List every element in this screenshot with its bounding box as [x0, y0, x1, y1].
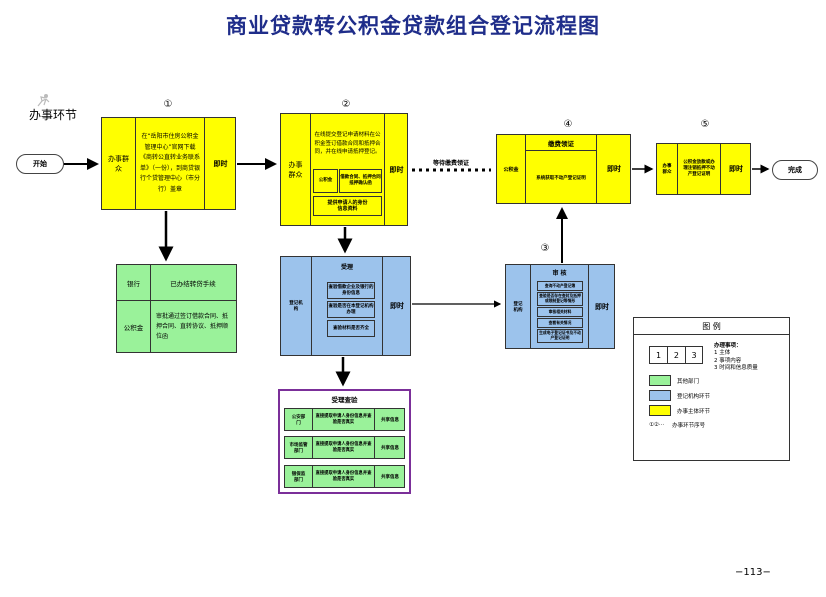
legend-sample: 1 2 3	[649, 346, 703, 364]
step-number-2: ②	[341, 99, 351, 110]
verify-row-3-right: 共享信息	[381, 474, 399, 480]
verify-row-1-org: 公安部门	[285, 409, 313, 430]
step-1-time: 即时	[213, 159, 228, 168]
verify-row-2-right: 共享信息	[381, 445, 399, 451]
step-5-content: 公积金放款或办理注销抵押不动产登记证明	[683, 160, 715, 177]
verify-row-1-middle: 直接提取申请人身份信息并查验是否真实	[313, 409, 375, 430]
step-3-time: 即时	[595, 302, 609, 311]
step-5-box: 办事群众 公积金放款或办理注销抵押不动产登记证明 即时	[656, 143, 751, 195]
legend-sample-2: 2	[668, 347, 686, 363]
accept-left: 登记机构	[289, 301, 303, 312]
legend-item-blue: 登记机构环节	[649, 390, 710, 401]
legend-title: 图 例	[634, 318, 789, 335]
legend-notes-title: 办理事项：	[714, 343, 742, 349]
accept-header: 受理	[340, 263, 353, 271]
step-1-subject: 办事群众	[108, 154, 129, 173]
verify-row-2-middle: 直接提取申请人身份信息并查验是否真实	[313, 437, 375, 458]
legend-sample-1: 1	[650, 347, 668, 363]
legend-seq: ①②··· 办事环节序号	[649, 421, 705, 429]
legend-item-green: 其他部门	[649, 375, 699, 386]
legend-item-yellow: 办事主体环节	[649, 405, 710, 416]
legend-label-green: 其他部门	[677, 378, 700, 385]
step-5-time: 即时	[729, 165, 743, 173]
verify-header: 受理查验	[331, 396, 358, 404]
accept-time: 即时	[390, 302, 404, 310]
step-2-content: 在线提交登记申请材料在公积金签订借款合同和抵押合同，并在线申请抵押登记。	[314, 131, 381, 156]
step-4-box: 公积金 缴费领证 系统获取不动产登记证明 即时	[496, 134, 631, 204]
step-3-item-4: 查看有关情况	[537, 318, 583, 328]
end-node: 完成	[772, 160, 818, 180]
legend-note-2: 2 事项内容	[714, 357, 742, 364]
verify-row-3-middle: 直接提取申请人身份信息并查验是否真实	[313, 466, 375, 487]
page-number: −113−	[735, 567, 771, 578]
step-1-content: 在“岳阳市住房公积金管理中心”官网下载《商转公直转业务联系单》（一份），到商贷银…	[140, 133, 201, 193]
step-2-box: 办事群众 在线提交登记申请材料在公积金签订借款合同和抵押合同，并在线申请抵押登记…	[280, 113, 408, 226]
side-table: 银行 已办结转贷手续 公积金 审批通过签订借款合同、抵押合同、直转协议、抵押顺位…	[116, 264, 237, 353]
step-number-3: ③	[540, 243, 550, 254]
legend-swatch-green	[649, 375, 671, 386]
legend-seq-symbol: ①②···	[649, 422, 665, 428]
accept-item-3: 查验材料是否齐全	[327, 320, 375, 337]
verify-row-1-right: 共享信息	[381, 417, 399, 423]
accept-box: 登记机构 受理 查验借款企业及银行的身份信息 查验是否在本登记机构办理 查验材料…	[280, 256, 411, 356]
side-table-text-1: 已办结转贷手续	[150, 265, 236, 301]
verify-box: 受理查验 公安部门 直接提取申请人身份信息并查验是否真实 共享信息 市场监管部门…	[278, 389, 411, 494]
step-2-inner-right: 借款合同、抵押合同抵押确认函	[339, 169, 382, 193]
step-3-box: 登记机构 审 核 查询不动产登记簿 查验是否存在查封及抵押或限制登记等情形 审核…	[505, 264, 615, 349]
step-2-subject: 办事群众	[288, 160, 303, 179]
step-number-5: ⑤	[700, 119, 710, 130]
step-3-item-3: 审核相关材料	[537, 307, 583, 317]
step-number-1: ①	[163, 99, 173, 110]
step-2-time: 即时	[389, 165, 404, 174]
runner-icon	[32, 92, 54, 107]
legend-swatch-yellow	[649, 405, 671, 416]
step-4-left: 公积金	[503, 166, 519, 173]
verify-row-3: 银保监部门 直接提取申请人身份信息并查验是否真实 共享信息	[284, 465, 405, 488]
step-3-left: 登记机构	[513, 301, 523, 313]
legend: 图 例 1 2 3 办理事项： 1 主体 2 事项内容 3 时间和信息质量 其他…	[633, 317, 790, 461]
side-table-org-2: 公积金	[123, 324, 144, 332]
accept-item-2: 查验是否在本登记机构办理	[327, 301, 375, 318]
step-5-subject: 办事群众	[662, 164, 672, 175]
verify-row-2-org: 市场监管部门	[285, 437, 313, 458]
legend-swatch-blue	[649, 390, 671, 401]
legend-notes: 办理事项： 1 主体 2 事项内容 3 时间和信息质量	[714, 343, 758, 373]
step-2-inner-left: 公积金	[313, 169, 338, 193]
legend-seq-label: 办事环节序号	[672, 423, 706, 429]
step-3-item-1: 查询不动产登记簿	[537, 281, 583, 291]
verify-row-2: 市场监管部门 直接提取申请人身份信息并查验是否真实 共享信息	[284, 436, 405, 459]
legend-note-1: 1 主体	[714, 350, 731, 357]
wait-label: 等待缴费领证	[433, 160, 470, 167]
legend-label-blue: 登记机构环节	[677, 393, 711, 400]
step-4-header: 缴费领证	[526, 135, 596, 151]
step-3-item-2: 查验是否存在查封及抵押或限制登记等情形	[537, 292, 583, 306]
start-node: 开始	[16, 154, 64, 174]
side-table-text-2: 审批通过签订借款合同、抵押合同、直转协议、抵押顺位函	[156, 312, 229, 341]
step-3-header: 审 核	[552, 270, 567, 277]
legend-label-yellow: 办事主体环节	[677, 408, 711, 415]
section-label: 办事环节	[29, 108, 78, 122]
page-title: 商业贷款转公积金贷款组合登记流程图	[226, 13, 600, 38]
step-2-bottom-box: 提供申请人的身份信息资料	[313, 196, 382, 216]
step-4-content: 系统获取不动产登记证明	[536, 175, 586, 181]
step-4-time: 即时	[607, 165, 621, 173]
verify-row-3-org: 银保监部门	[285, 466, 313, 487]
verify-row-1: 公安部门 直接提取申请人身份信息并查验是否真实 共享信息	[284, 408, 405, 431]
step-1-box: 办事群众 在“岳阳市住房公积金管理中心”官网下载《商转公直转业务联系单》（一份）…	[101, 117, 236, 210]
accept-item-1: 查验借款企业及银行的身份信息	[327, 282, 375, 299]
legend-note-3: 3 时间和信息质量	[714, 365, 758, 372]
legend-sample-3: 3	[691, 350, 697, 360]
side-table-org-1: 银行	[117, 265, 150, 301]
step-number-4: ④	[563, 119, 573, 130]
step-3-item-5: 生成电子登记证书及不动产登记证明	[537, 329, 583, 343]
